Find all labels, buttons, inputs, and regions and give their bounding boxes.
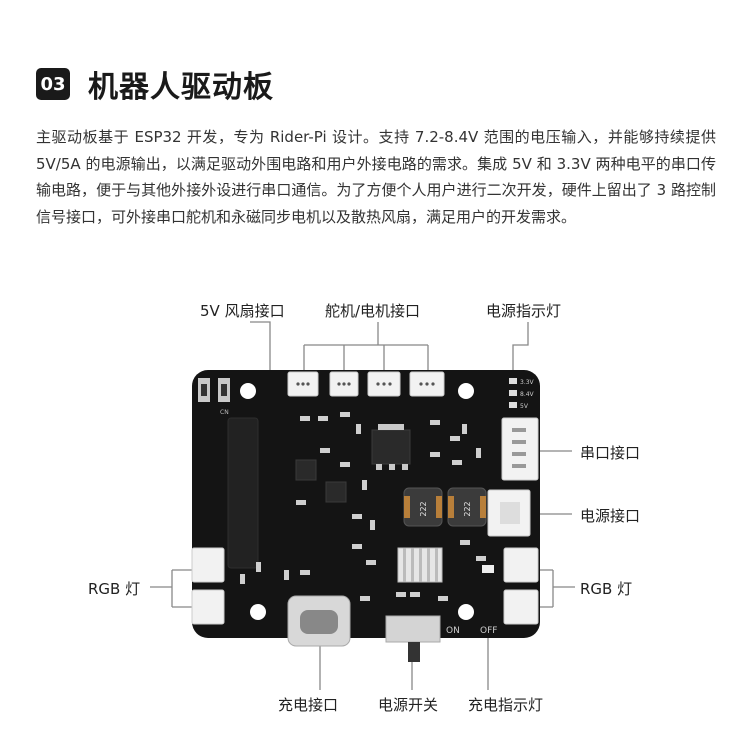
- label-rgb-right: RGB 灯: [580, 580, 633, 598]
- passive-components: [240, 412, 486, 601]
- inductors: [403, 487, 487, 527]
- label-power-port: 电源接口: [580, 507, 641, 525]
- connector-pins: [296, 382, 435, 386]
- ic-chips: [295, 429, 411, 503]
- label-charge-indicator: 充电指示灯: [468, 696, 544, 714]
- label-power-switch: 电源开关: [378, 696, 439, 714]
- charge-indicator-led: [482, 565, 494, 573]
- label-rgb-left: RGB 灯: [88, 580, 141, 598]
- cn-text: CN: [220, 409, 229, 416]
- reset-buttons: [198, 378, 230, 402]
- mounting-holes: [240, 383, 474, 620]
- label-5v: 5V: [520, 403, 529, 410]
- rgb-right-connectors: [503, 547, 539, 625]
- switch-off-text: OFF: [480, 626, 497, 636]
- label-serial-port: 串口接口: [580, 444, 641, 462]
- description-paragraph: 主驱动板基于 ESP32 开发，专为 Rider-Pi 设计。支持 7.2-8.…: [36, 128, 716, 226]
- section-title: 机器人驱动板: [88, 70, 274, 105]
- inductor-2-text: 222: [463, 501, 472, 516]
- label-charge-port: 充电接口: [278, 696, 339, 714]
- power-switch-lever: [408, 642, 420, 662]
- heatsink: [397, 547, 443, 583]
- usb-c-opening: [300, 610, 338, 634]
- serial-pins: [512, 428, 526, 468]
- label-3v3: 3.3V: [520, 379, 535, 386]
- rgb-left-connectors: [191, 547, 225, 625]
- section-header: 03 机器人驱动板: [36, 64, 274, 105]
- power-indicator-leds: [509, 378, 517, 408]
- serial-connector: [501, 417, 539, 481]
- inductor-1-text: 222: [419, 501, 428, 516]
- label-fan-port: 5V 风扇接口: [200, 302, 285, 320]
- label-8v4: 8.4V: [520, 391, 535, 398]
- power-connector-socket: [500, 502, 520, 524]
- section-number-badge: 03: [36, 68, 70, 100]
- label-power-indicator: 电源指示灯: [486, 302, 562, 320]
- label-servo-motor-port: 舵机/电机接口: [325, 302, 421, 320]
- ic-pins: [376, 424, 408, 470]
- esp32-slot: [227, 417, 259, 569]
- power-switch-body: [385, 615, 441, 643]
- switch-on-text: ON: [446, 626, 460, 636]
